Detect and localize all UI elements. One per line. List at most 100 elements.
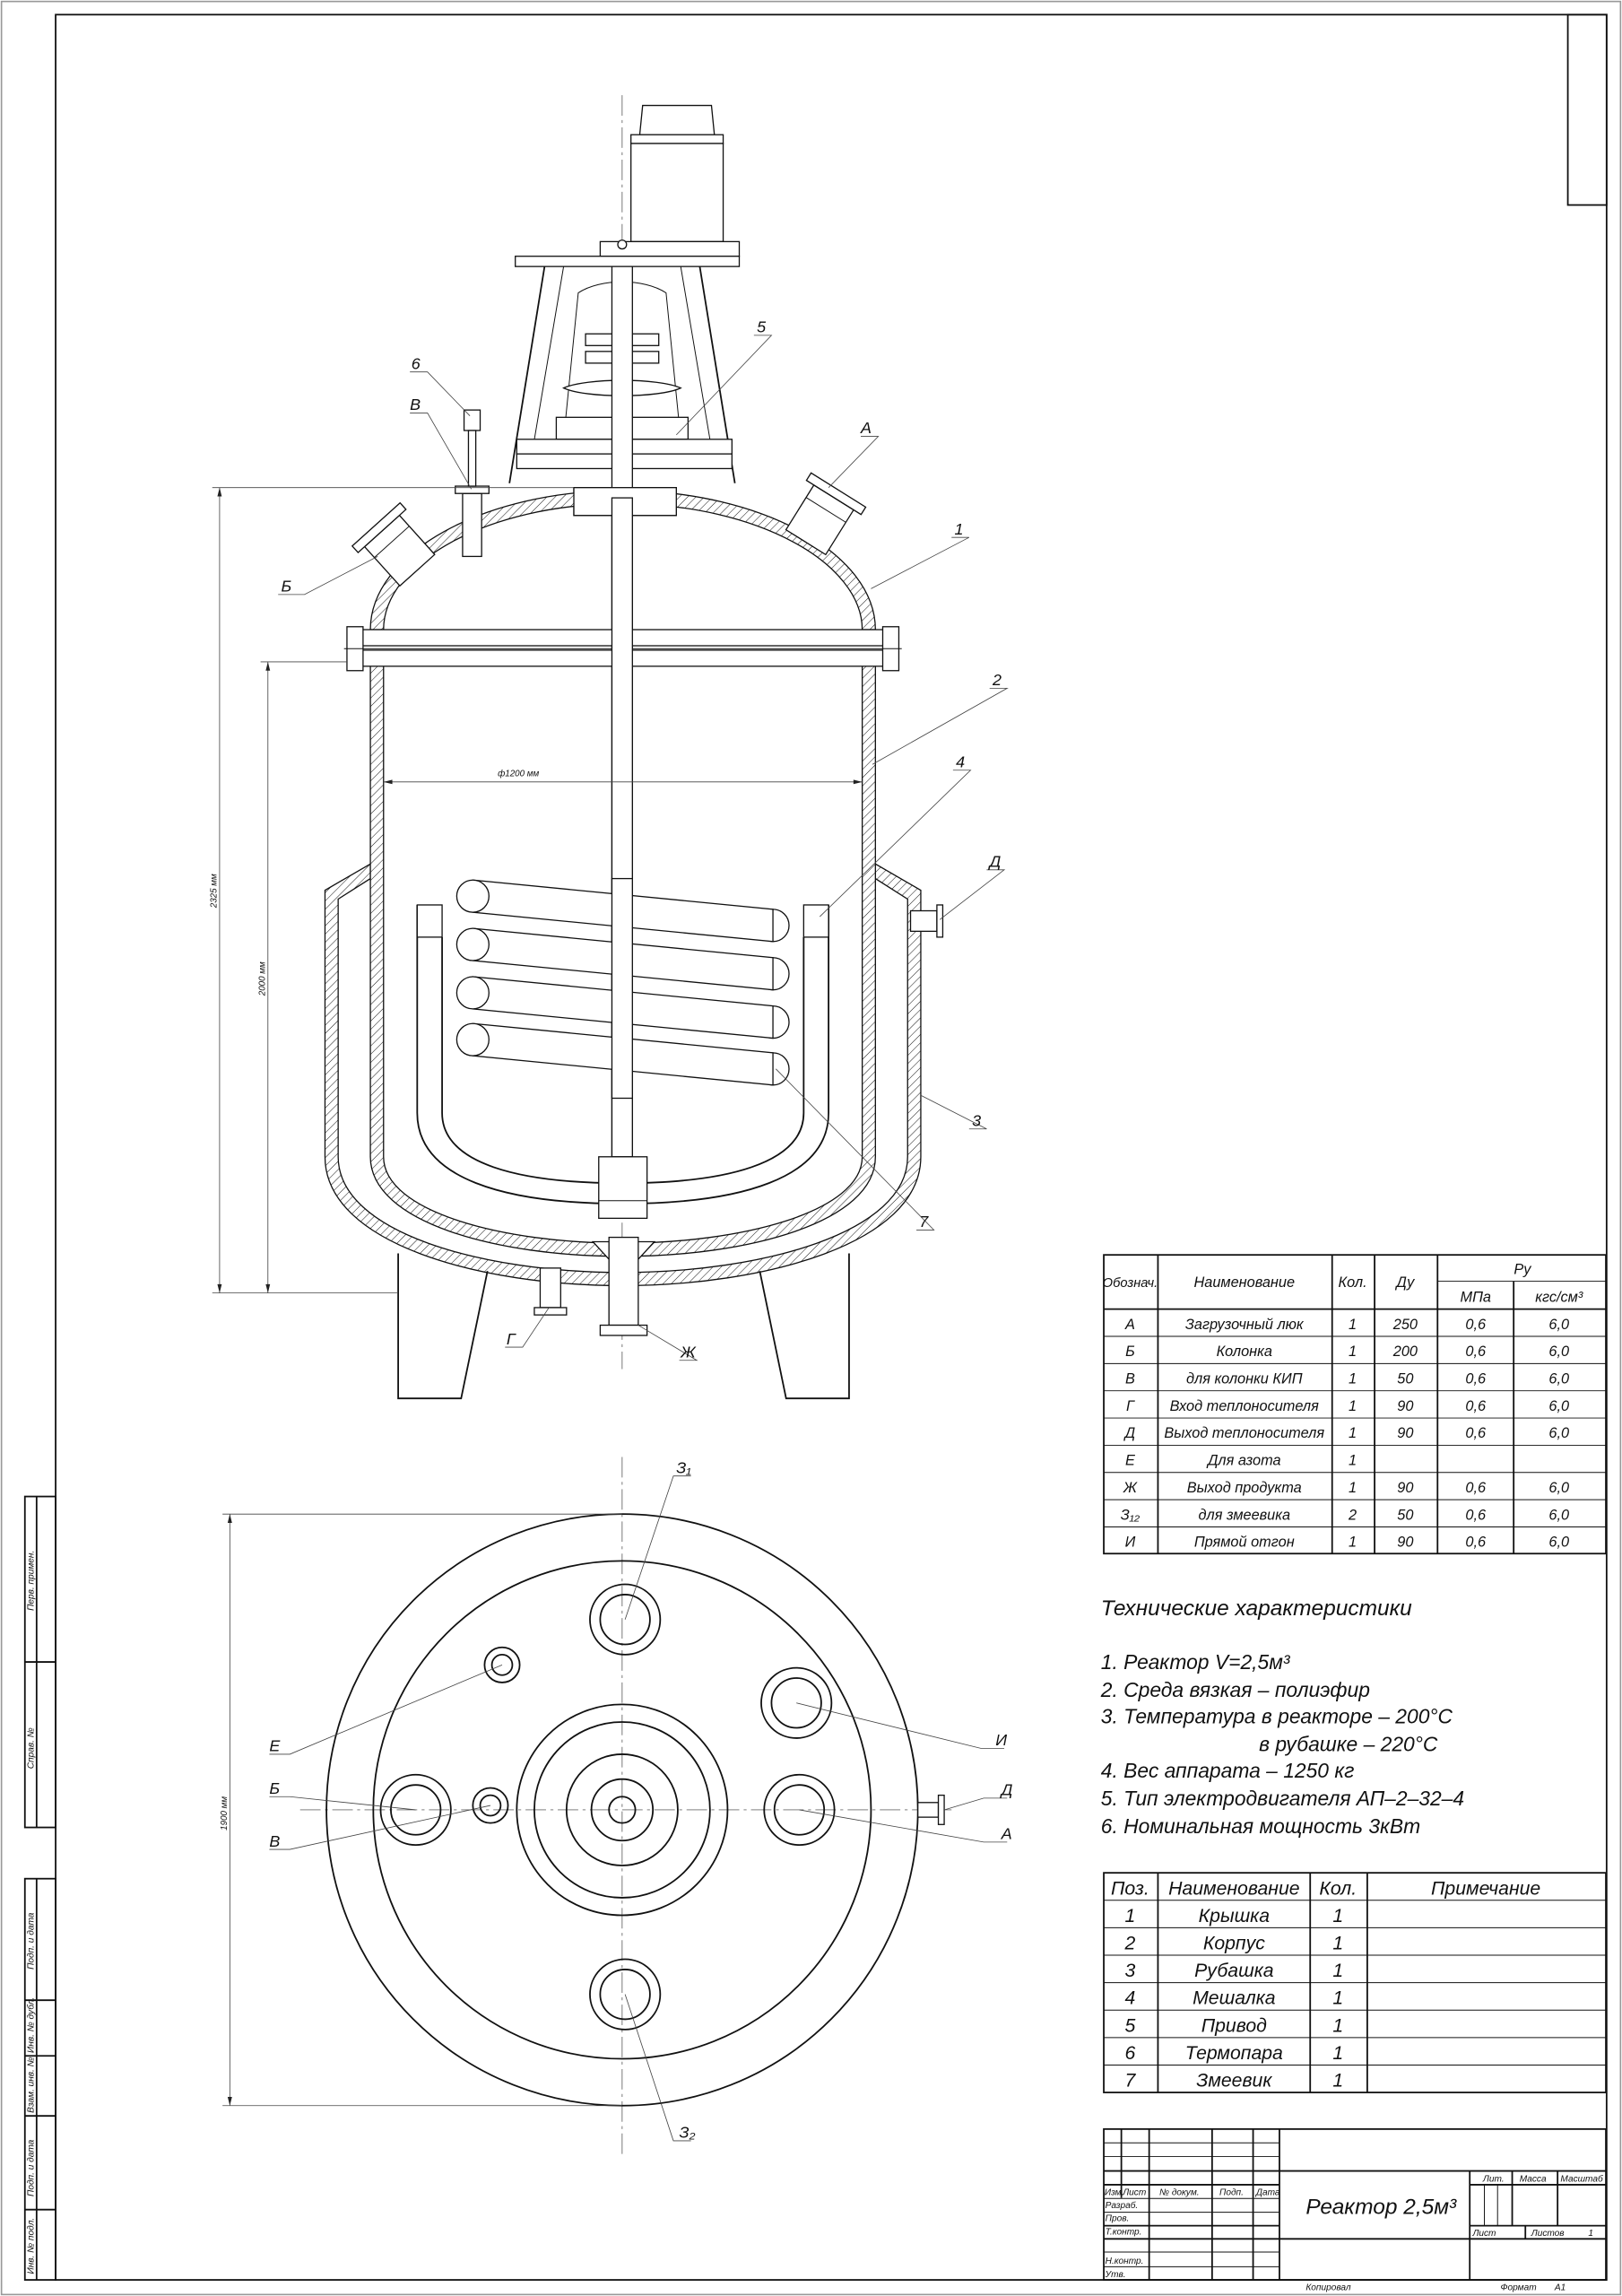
parts-cell-name: Рубашка	[1194, 1961, 1274, 1981]
nozzle-cell-mpa: 0,6	[1465, 1317, 1487, 1333]
nozzle-cell-name: Колонка	[1217, 1344, 1272, 1360]
parts-cell-name: Змеевик	[1196, 2071, 1272, 2092]
nozzle-cell-mpa: 0,6	[1465, 1344, 1487, 1360]
plan-callout-A: А	[1001, 1825, 1012, 1843]
inner-frame	[55, 13, 1608, 2281]
parts-cell-qty: 1	[1332, 2071, 1343, 2092]
nozzle-cell-name: Вход теплоносителя	[1170, 1398, 1319, 1414]
parts-header-pos: Поз.	[1111, 1879, 1149, 1900]
nozzle-cell-name: для змеевика	[1198, 1507, 1290, 1523]
parts-cell-qty: 1	[1332, 1961, 1343, 1981]
tb-format: А1	[1554, 2283, 1566, 2292]
tech-spec-line: 1. Реактор V=2,5м³	[1101, 1650, 1291, 1674]
reactor-plan-view: 1900 мм З₁ З₂ Е Б В И Д А	[220, 1457, 1013, 2156]
callout-V: В	[410, 396, 421, 413]
tb-doc-no: № докум.	[1159, 2187, 1200, 2197]
nozzle-cell-qty: 1	[1349, 1535, 1357, 1551]
plan-nozzle-E	[483, 1646, 521, 1683]
tb-sheets-count: 1	[1588, 2229, 1593, 2239]
nozzle-cell-qty: 1	[1349, 1344, 1357, 1360]
tb-lit: Лит.	[1482, 2175, 1505, 2185]
nozzle-cell-code: Б	[1125, 1344, 1135, 1360]
nozzle-cell-code: И	[1125, 1535, 1136, 1551]
top-right-stamp-box	[1566, 13, 1608, 206]
nozzle-cell-kgs: 6,0	[1548, 1507, 1569, 1523]
plan-callout-E: Е	[269, 1737, 281, 1755]
parts-cell-pos: 6	[1125, 2043, 1136, 2064]
nozzle-cell-dn: 250	[1392, 1317, 1418, 1333]
plan-callout-V: В	[269, 1832, 280, 1850]
nozzle-Zh	[591, 1236, 656, 1336]
nozzle-cell-code: Е	[1125, 1453, 1136, 1469]
parts-cell-pos: 2	[1124, 1933, 1136, 1953]
nozzle-cell-name: Загрузочный люк	[1185, 1317, 1305, 1333]
nozzle-table-header-dn: Ду	[1394, 1274, 1415, 1291]
drawing-title: Реактор 2,5м³	[1305, 2196, 1457, 2220]
parts-header-name: Наименование	[1168, 1879, 1300, 1900]
callout-3: 3	[972, 1112, 981, 1130]
nozzle-cell-code: З₁₂	[1121, 1507, 1141, 1523]
plan-nozzle-A	[763, 1773, 836, 1847]
nozzle-cell-name: для колонки КИП	[1186, 1371, 1303, 1387]
parts-cell-qty: 1	[1332, 2043, 1343, 2064]
nozzle-cell-mpa: 0,6	[1465, 1480, 1487, 1496]
parts-cell-pos: 5	[1125, 2015, 1136, 2036]
tb-scale: Масштаб	[1560, 2174, 1603, 2185]
tech-spec-line: 4. Вес аппарата – 1250 кг	[1101, 1759, 1355, 1782]
nozzle-cell-mpa: 0,6	[1465, 1398, 1487, 1414]
nozzle-cell-qty: 2	[1348, 1507, 1357, 1523]
tech-specs-title: Технические характеристики	[1101, 1596, 1412, 1621]
dimension-lines	[212, 487, 863, 1294]
nozzle-table-header-qty: Кол.	[1339, 1274, 1367, 1291]
nozzle-cell-qty: 1	[1349, 1480, 1357, 1496]
nozzle-cell-kgs: 6,0	[1548, 1317, 1569, 1333]
tb-izm: Изм.	[1105, 2187, 1124, 2197]
nozzle-cell-qty: 1	[1349, 1317, 1357, 1333]
side-stamp: Перв. примен. Справ. № Подп. и дата Инв.…	[23, 1495, 56, 2281]
plan-nozzle-V	[472, 1787, 509, 1824]
nozzle-cell-mpa: 0,6	[1465, 1371, 1487, 1387]
nozzle-cell-dn: 50	[1397, 1371, 1413, 1387]
plan-nozzle-Z1	[589, 1583, 662, 1656]
reactor-side-view: ф1200 мм 2325 мм 2000 мм 6 В Б 5 А 1 2 4…	[210, 95, 1009, 1400]
dim-total-height: 2325 мм	[210, 874, 220, 909]
dim-diameter: ф1200 мм	[498, 769, 539, 778]
nozzle-cell-code: А	[1124, 1317, 1135, 1333]
parts-cell-qty: 1	[1332, 1988, 1343, 2009]
nozzle-cell-kgs: 6,0	[1548, 1371, 1569, 1387]
plan-lid-circle	[372, 1560, 872, 2060]
tech-spec-line: 5. Тип электродвигателя АП–2–32–4	[1101, 1787, 1464, 1810]
nozzle-cell-mpa: 0,6	[1465, 1425, 1487, 1441]
tb-sheets: Листов	[1531, 2229, 1565, 2239]
plan-nozzle-I	[760, 1666, 833, 1739]
tb-role: Разраб.	[1106, 2200, 1139, 2211]
nozzle-B	[351, 501, 436, 587]
nozzle-cell-dn: 200	[1392, 1344, 1418, 1360]
nozzle-cell-qty: 1	[1349, 1425, 1357, 1441]
stamp-podp-data-1: Подп. и дата	[27, 1912, 37, 1970]
nozzle-cell-dn: 90	[1397, 1535, 1413, 1551]
nozzle-G	[533, 1267, 568, 1316]
tech-spec-line: 3. Температура в реакторе – 200°С	[1101, 1705, 1453, 1728]
anchor-agitator	[416, 904, 829, 1220]
nozzle-cell-dn: 90	[1397, 1398, 1413, 1414]
callout-G: Г	[507, 1330, 516, 1348]
stamp-inv-podl: Инв. № подл.	[27, 2218, 37, 2274]
nozzle-cell-name: Прямой отгон	[1194, 1535, 1295, 1551]
parts-cell-name: Привод	[1201, 2015, 1267, 2036]
parts-cell-pos: 3	[1125, 1961, 1136, 1981]
nozzle-cell-name: Для азота	[1206, 1453, 1281, 1469]
callout-4: 4	[956, 753, 965, 771]
support-leg-left	[397, 1253, 489, 1400]
nozzle-D	[909, 904, 944, 938]
parts-cell-qty: 1	[1332, 2015, 1343, 2036]
callout-6: 6	[412, 354, 421, 372]
plan-callout-Z2: З₂	[680, 2124, 696, 2142]
nozzle-A	[785, 472, 867, 556]
nozzle-table: Обознач. Наименование Кол. Ду Ру МПа кгс…	[1103, 1254, 1607, 1555]
parts-cell-name: Крышка	[1199, 1906, 1271, 1926]
nozzle-cell-mpa: 0,6	[1465, 1507, 1487, 1523]
tb-copied: Копировал	[1305, 2283, 1351, 2292]
nozzle-cell-qty: 1	[1349, 1453, 1357, 1469]
